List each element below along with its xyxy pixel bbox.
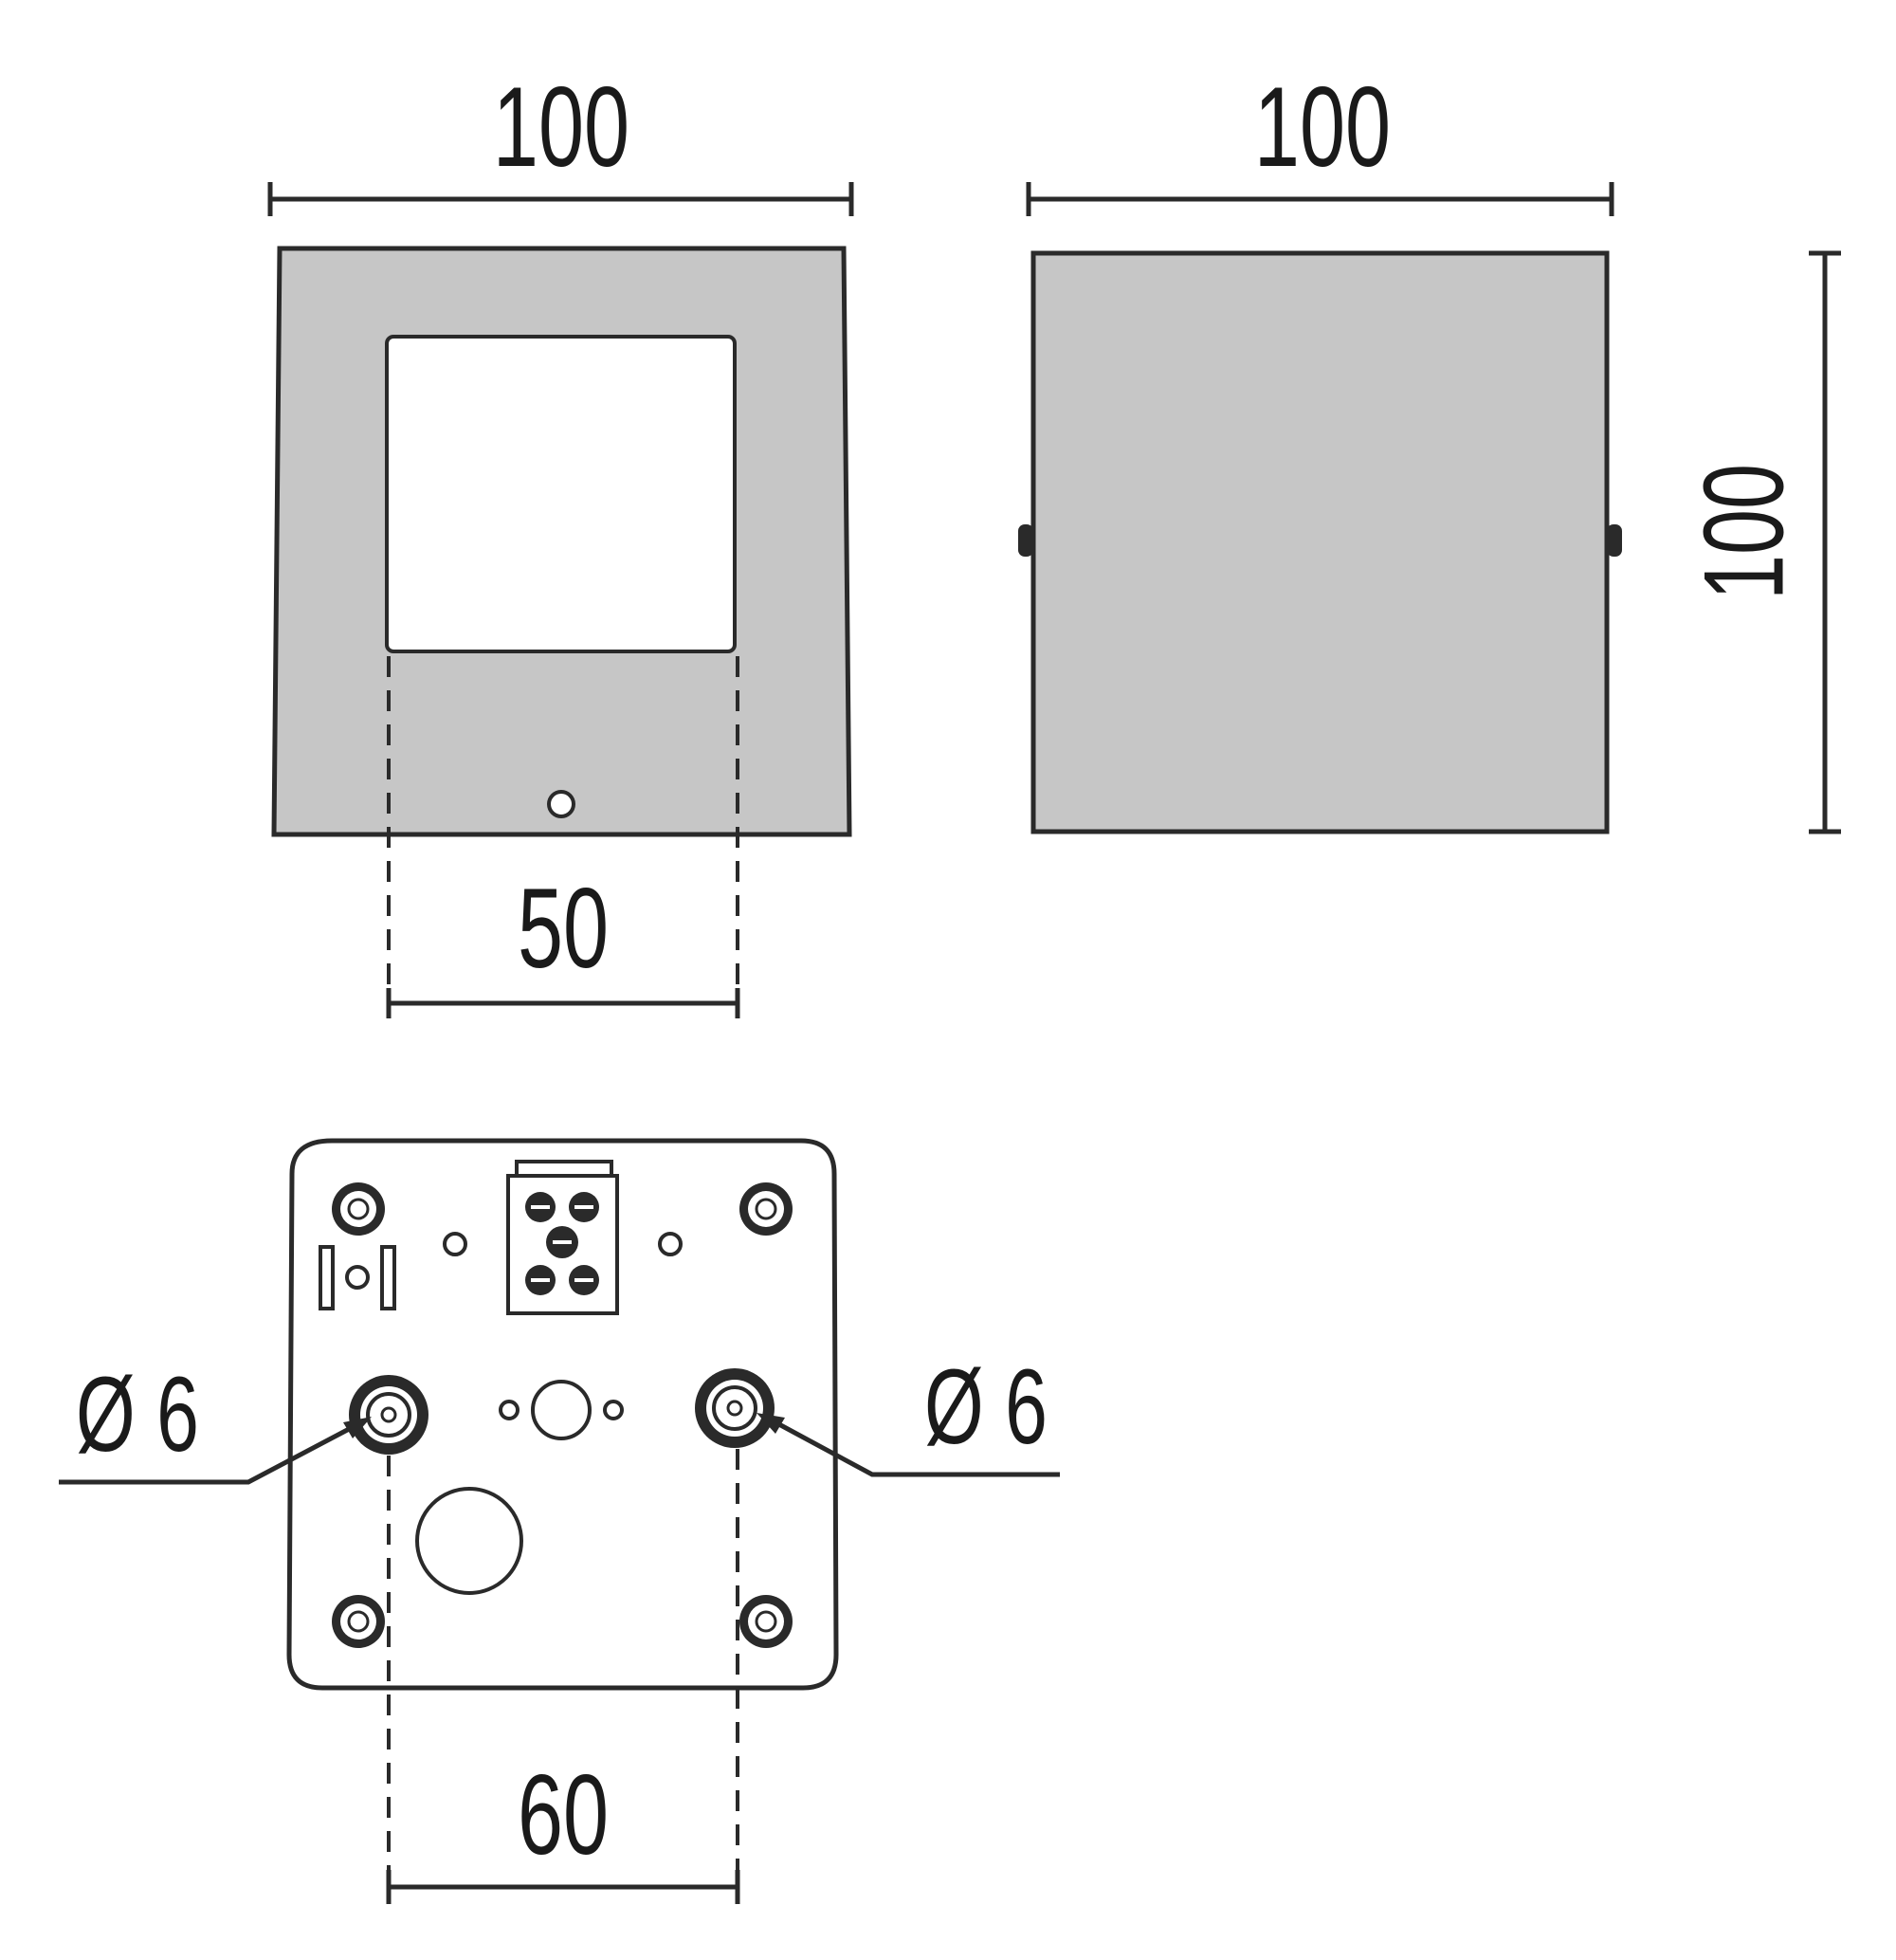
corner-screw-bottom-right bbox=[739, 1595, 793, 1648]
left-diameter-label: Ø 6 bbox=[76, 1355, 199, 1474]
left-pivot-knob bbox=[1018, 524, 1033, 557]
mounting-hole-left bbox=[349, 1375, 428, 1455]
front-screw-hole bbox=[547, 790, 575, 818]
corner-screw-top-left bbox=[332, 1182, 385, 1236]
side-height-dimension: 100 bbox=[1681, 250, 1841, 834]
hole-spacing-label: 60 bbox=[518, 1751, 609, 1878]
base-plate-view: 60 Ø 6 Ø 6 bbox=[59, 1138, 1060, 1904]
right-pivot-knob bbox=[1607, 524, 1622, 557]
center-small-hole-right bbox=[603, 1400, 624, 1420]
right-diameter-callout: Ø 6 bbox=[757, 1347, 1060, 1477]
window-width-dimension: 50 bbox=[386, 865, 740, 1018]
hole-spacing-dimension: 60 bbox=[386, 1751, 740, 1904]
side-body bbox=[1030, 250, 1610, 834]
right-diameter-label: Ø 6 bbox=[924, 1347, 1048, 1466]
window-width-label: 50 bbox=[518, 865, 609, 992]
left-diameter-callout: Ø 6 bbox=[59, 1355, 372, 1485]
small-hole-right bbox=[658, 1232, 683, 1256]
side-width-dimension: 100 bbox=[1026, 64, 1614, 216]
side-height-label: 100 bbox=[1681, 464, 1808, 600]
light-window bbox=[385, 335, 737, 653]
mounting-hole-right bbox=[695, 1368, 775, 1448]
ground-clip bbox=[319, 1245, 396, 1310]
side-width-label: 100 bbox=[1254, 64, 1391, 191]
terminal-block bbox=[506, 1160, 619, 1315]
center-small-hole-left bbox=[499, 1400, 520, 1420]
front-width-label: 100 bbox=[493, 64, 629, 191]
cable-gland-hole bbox=[415, 1487, 523, 1595]
corner-screw-bottom-left bbox=[332, 1595, 385, 1648]
front-view: 100 50 bbox=[267, 64, 854, 1018]
front-width-dimension: 100 bbox=[267, 64, 854, 216]
corner-screw-top-right bbox=[739, 1182, 793, 1236]
small-hole-left bbox=[443, 1232, 467, 1256]
center-cable-hole bbox=[531, 1380, 592, 1440]
side-view: 100 100 bbox=[1018, 64, 1841, 834]
